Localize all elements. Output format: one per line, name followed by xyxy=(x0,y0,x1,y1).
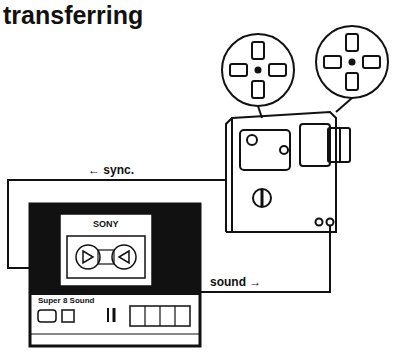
film-reel xyxy=(316,26,388,98)
sound-cable xyxy=(200,226,330,292)
signal-label: ← sync. xyxy=(86,164,136,177)
model-label: Super 8 Sound xyxy=(36,297,96,306)
diagram-title: transferring xyxy=(3,2,143,30)
tape-recorder xyxy=(30,204,200,346)
brand-label: SONY xyxy=(91,220,121,230)
film-projector xyxy=(226,112,350,232)
film-reel xyxy=(222,34,294,106)
signal-label: sound → xyxy=(208,276,263,289)
